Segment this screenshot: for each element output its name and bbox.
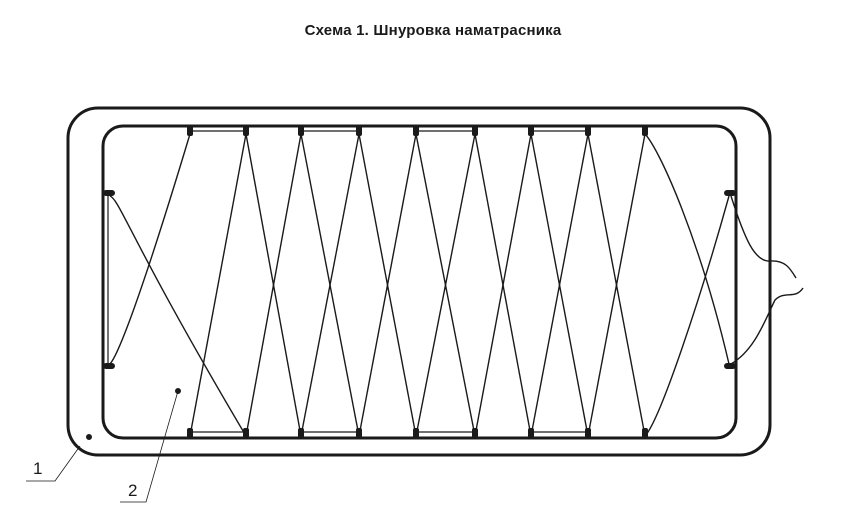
- left-loops: [103, 190, 115, 369]
- diagram-title: Схема 1. Шнуровка наматрасника: [304, 22, 562, 39]
- top-loops: [187, 126, 648, 136]
- right-loops: [724, 190, 736, 369]
- callout-label-1: 1: [33, 459, 43, 478]
- callout-label-2: 2: [128, 481, 138, 500]
- callout-1: [26, 434, 92, 482]
- lace: [109, 133, 804, 437]
- callout-2: [120, 388, 181, 503]
- inner-frame: [101, 124, 738, 440]
- outer-frame: [66, 106, 772, 457]
